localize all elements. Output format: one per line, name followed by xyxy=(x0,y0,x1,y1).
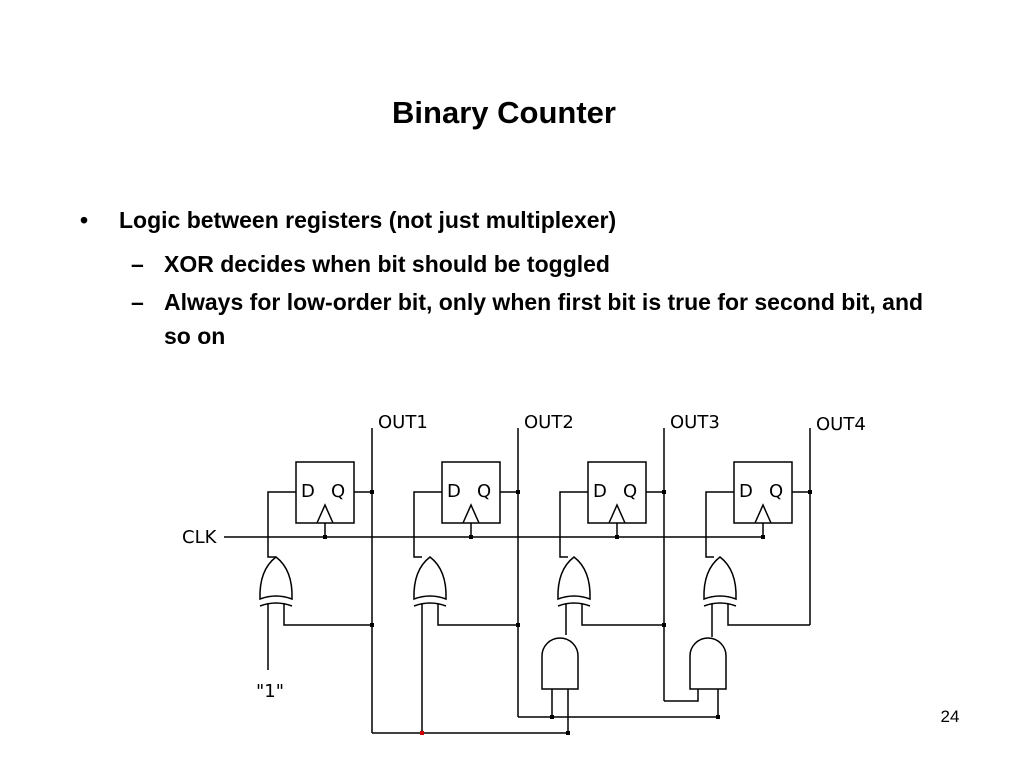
bullet-dot-icon: • xyxy=(80,207,89,233)
ff2-q-label: Q xyxy=(477,481,491,502)
out2-label: OUT2 xyxy=(524,412,574,433)
sub-bullet-item: – Always for low-order bit, only when fi… xyxy=(80,285,940,353)
ff3-q-label: Q xyxy=(623,481,637,502)
bullet-item: • Logic between registers (not just mult… xyxy=(80,205,940,235)
out1-label: OUT1 xyxy=(378,412,428,433)
xor-gate-4 xyxy=(703,556,737,607)
clock-input-icon xyxy=(462,503,480,524)
ff3-d-label: D xyxy=(593,481,607,502)
out3-label: OUT3 xyxy=(670,412,720,433)
sub-bullet-item: – XOR decides when bit should be toggled xyxy=(80,247,940,281)
junction-dot xyxy=(420,731,424,735)
and-gate-1 xyxy=(541,637,579,690)
clock-label: CLK xyxy=(182,527,218,548)
xor-gate-1 xyxy=(259,556,293,607)
constant-one-label: "1" xyxy=(256,681,284,702)
ff2-d-label: D xyxy=(447,481,461,502)
ff4-q-label: Q xyxy=(769,481,783,502)
out4-label: OUT4 xyxy=(816,414,866,435)
flipflop-2 xyxy=(441,461,501,524)
flipflop-4 xyxy=(733,461,793,524)
bullet-list: • Logic between registers (not just mult… xyxy=(80,205,940,353)
dash-icon: – xyxy=(131,251,144,277)
slide-title: Binary Counter xyxy=(392,95,616,130)
clock-input-icon xyxy=(754,503,772,524)
flipflop-3 xyxy=(587,461,647,524)
dash-icon: – xyxy=(131,289,144,315)
clock-input-icon xyxy=(316,503,334,524)
sub-bullet-text: Always for low-order bit, only when firs… xyxy=(164,289,924,349)
xor-gate-3 xyxy=(557,556,591,607)
bullet-text: Logic between registers (not just multip… xyxy=(119,207,617,233)
ff1-d-label: D xyxy=(301,481,315,502)
xor-gate-2 xyxy=(413,556,447,607)
ff1-q-label: Q xyxy=(331,481,345,502)
ff4-d-label: D xyxy=(739,481,753,502)
clock-input-icon xyxy=(608,503,626,524)
page-number: 24 xyxy=(940,707,960,726)
sub-bullet-text: XOR decides when bit should be toggled xyxy=(164,251,610,277)
and-gate-2 xyxy=(689,637,727,690)
